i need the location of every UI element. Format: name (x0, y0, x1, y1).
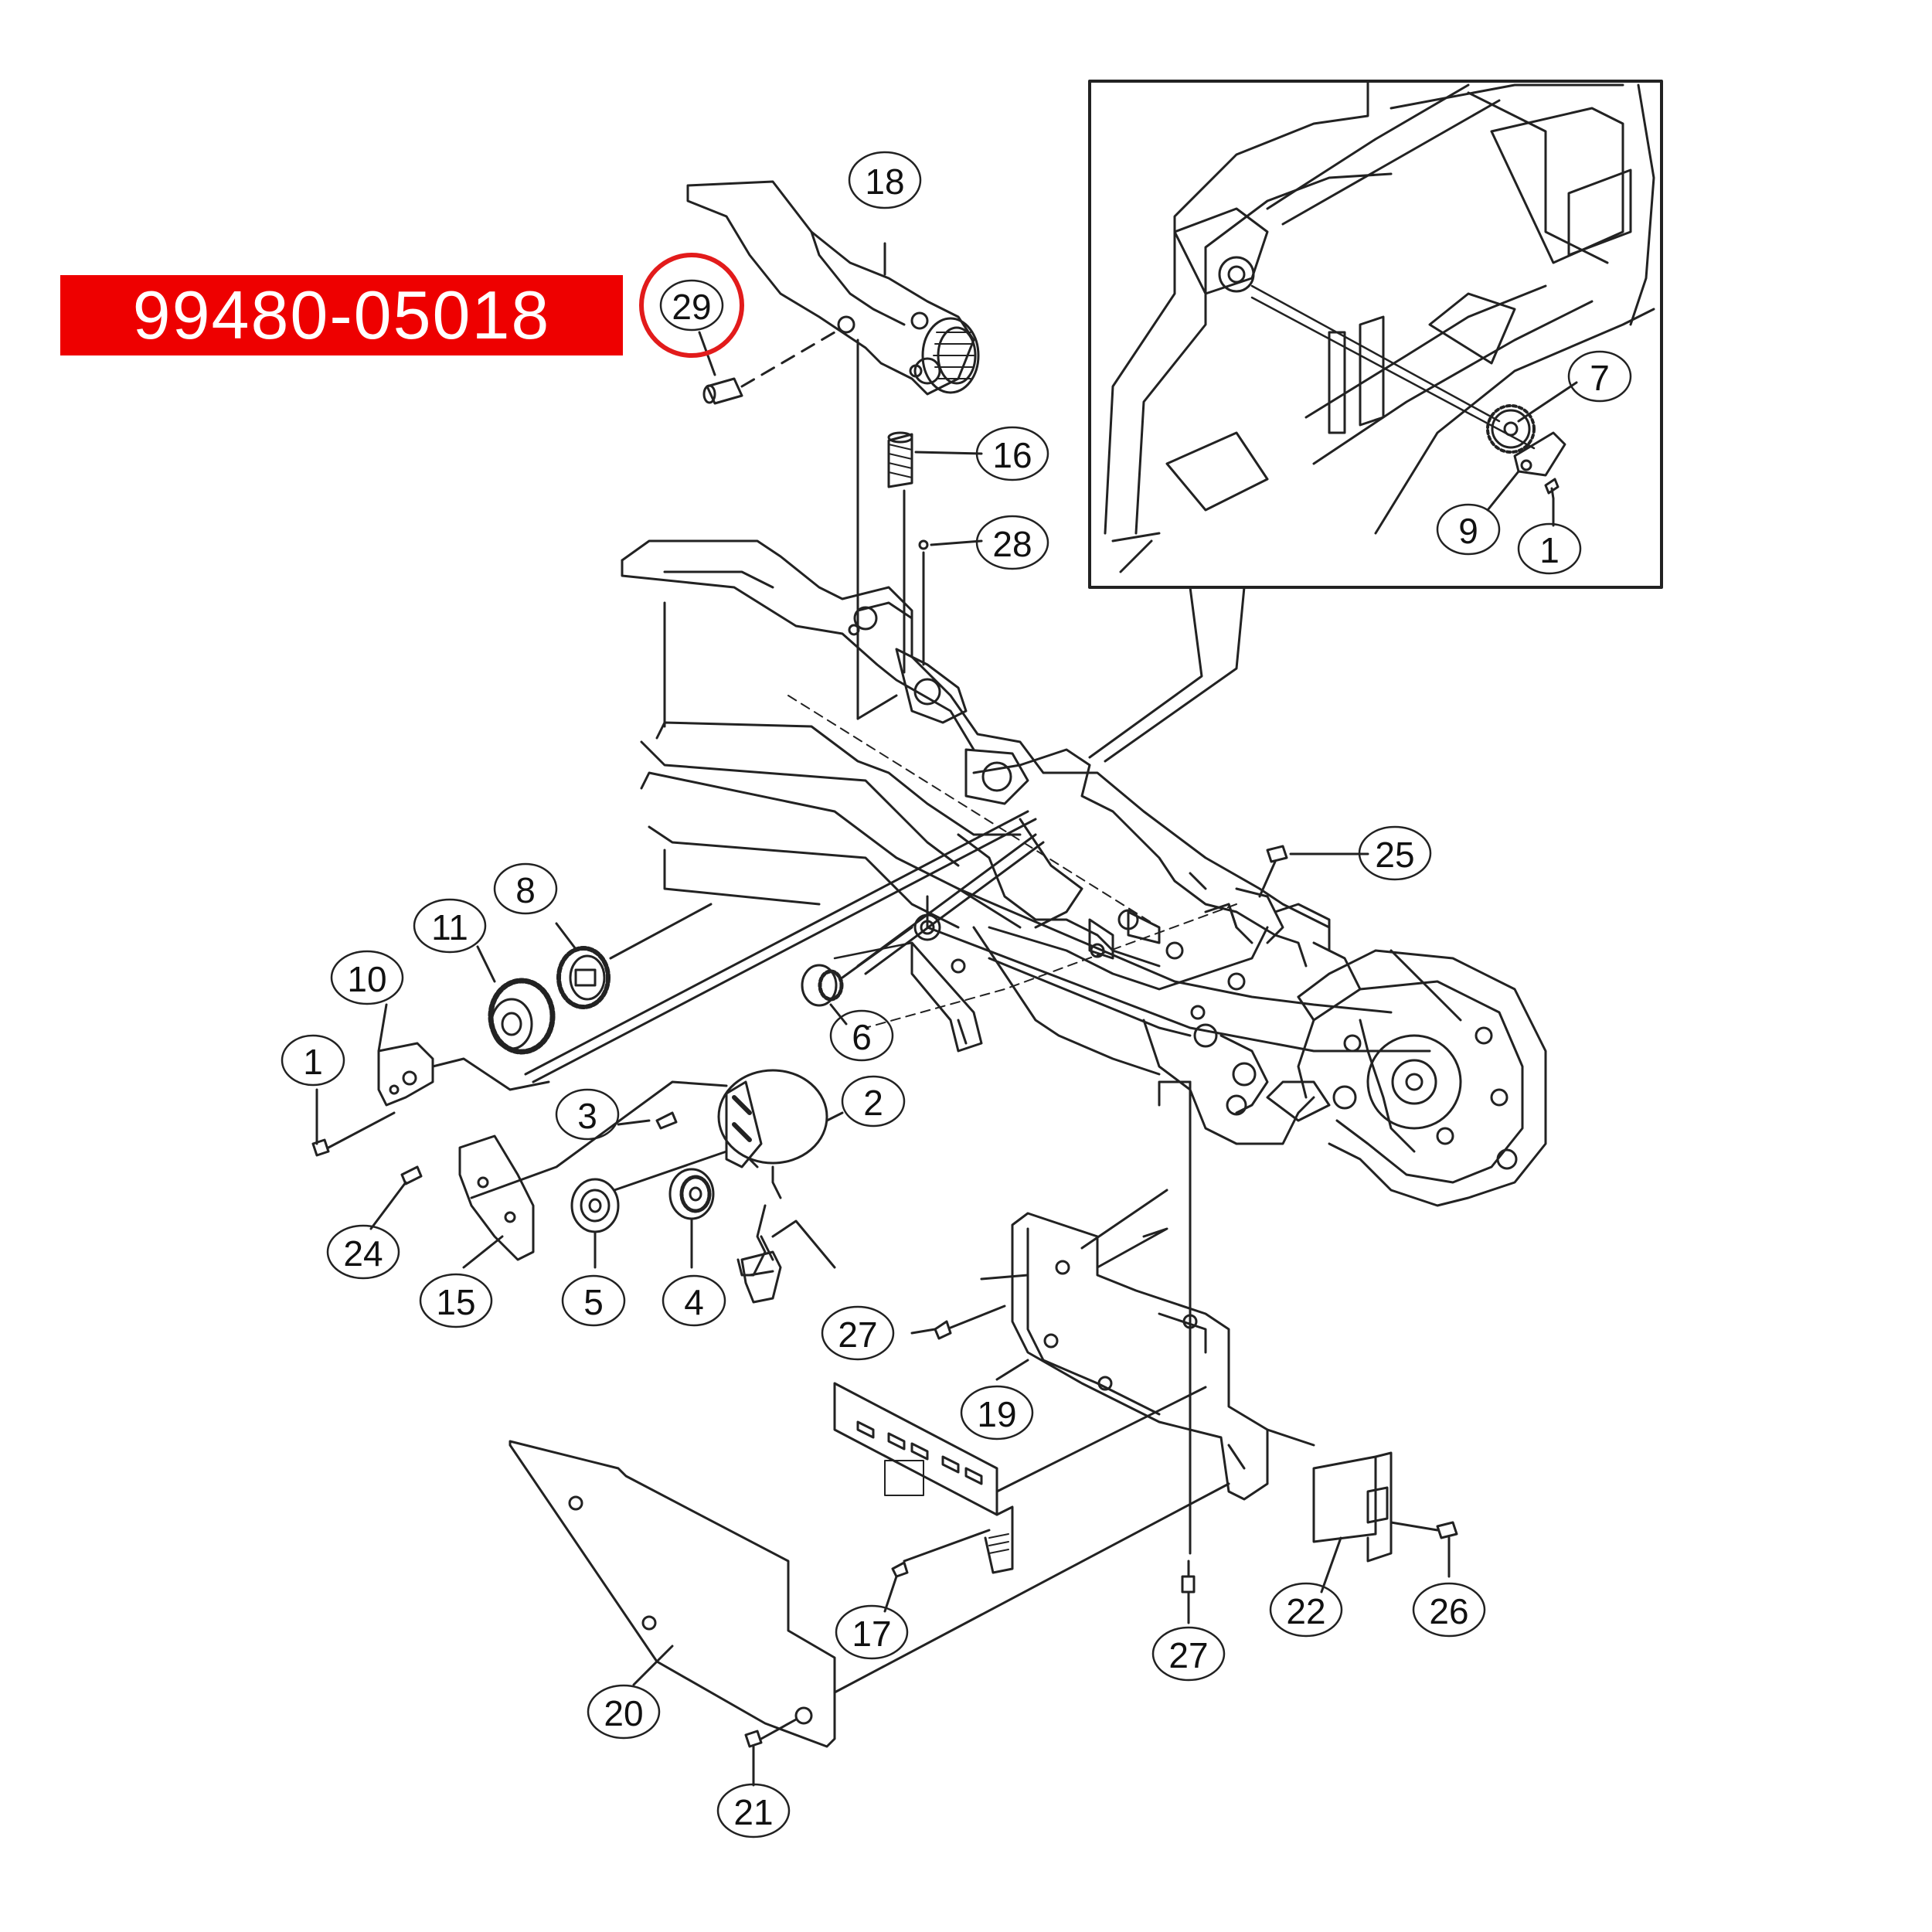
svg-text:5: 5 (583, 1282, 604, 1322)
svg-text:1: 1 (1539, 530, 1560, 570)
feeder-main-frame (524, 539, 1547, 1207)
svg-text:11: 11 (431, 907, 468, 947)
spring-and-screw (887, 431, 983, 674)
svg-text:16: 16 (992, 435, 1032, 475)
svg-text:6: 6 (852, 1017, 872, 1057)
callout-2: 2 (841, 1075, 906, 1128)
callout-21: 21 (716, 1783, 791, 1838)
svg-text:21: 21 (733, 1792, 773, 1832)
svg-text:3: 3 (577, 1096, 597, 1136)
svg-text:8: 8 (515, 870, 536, 910)
callout-labels: 18 29 16 28 7 9 1 25 8 11 10 6 1 3 2 24 … (281, 151, 1632, 1838)
callout-9: 9 (1436, 503, 1501, 556)
callout-11: 11 (413, 898, 487, 954)
svg-text:25: 25 (1375, 835, 1414, 875)
svg-text:10: 10 (347, 959, 386, 999)
highlight-ring-29 (639, 253, 744, 358)
svg-text:1: 1 (303, 1042, 323, 1082)
screw-25 (1258, 845, 1369, 898)
svg-text:19: 19 (977, 1394, 1016, 1434)
lower-parts (509, 1080, 1458, 1787)
callout-3: 3 (555, 1088, 620, 1141)
svg-text:17: 17 (852, 1614, 891, 1654)
svg-text:24: 24 (343, 1233, 383, 1274)
callout-8: 8 (493, 862, 558, 915)
callout-15: 15 (419, 1273, 493, 1328)
svg-text:20: 20 (604, 1693, 643, 1733)
callout-4: 4 (662, 1274, 726, 1327)
svg-text:28: 28 (992, 524, 1032, 564)
callout-16: 16 (975, 426, 1049, 481)
callout-10: 10 (330, 950, 404, 1005)
callout-28: 28 (975, 515, 1049, 570)
svg-text:22: 22 (1286, 1591, 1325, 1631)
callout-27-bottom: 27 (1151, 1626, 1226, 1682)
callout-1-main: 1 (281, 1034, 345, 1087)
svg-text:27: 27 (1168, 1635, 1208, 1675)
callout-1-inset: 1 (1517, 522, 1582, 575)
left-parts (311, 903, 913, 1304)
svg-text:27: 27 (838, 1315, 877, 1355)
svg-text:15: 15 (436, 1282, 475, 1322)
callout-22: 22 (1269, 1582, 1343, 1638)
part-number-banner: 99480-05018 (60, 275, 623, 355)
inset-detail-view (1088, 80, 1663, 763)
svg-text:18: 18 (865, 162, 904, 202)
callout-5: 5 (561, 1274, 626, 1327)
svg-text:7: 7 (1590, 358, 1610, 398)
callout-25: 25 (1358, 825, 1432, 881)
svg-text:29: 29 (672, 287, 711, 327)
svg-text:4: 4 (684, 1282, 704, 1322)
svg-text:2: 2 (863, 1083, 883, 1123)
callout-17: 17 (835, 1604, 909, 1660)
svg-text:9: 9 (1458, 511, 1478, 551)
callout-29: 29 (659, 279, 724, 332)
callout-20: 20 (587, 1684, 661, 1740)
callout-26: 26 (1412, 1582, 1486, 1638)
callout-24: 24 (326, 1224, 400, 1280)
top-arm-part-18 (686, 180, 980, 720)
callout-19: 19 (960, 1385, 1034, 1440)
callout-18: 18 (848, 151, 922, 209)
callout-7: 7 (1567, 350, 1632, 403)
svg-text:26: 26 (1429, 1591, 1468, 1631)
callout-6: 6 (829, 1009, 894, 1062)
callout-27-left: 27 (821, 1305, 895, 1361)
